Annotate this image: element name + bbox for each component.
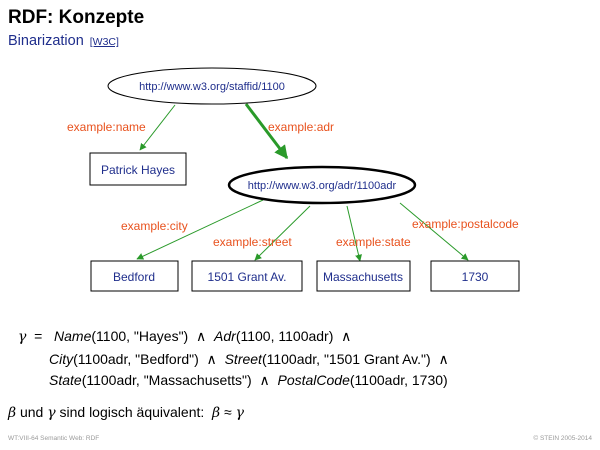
state-args: (1100adr, "Massachusetts") [81, 372, 252, 388]
subject-node-label: http://www.w3.org/staffid/1100 [139, 81, 285, 93]
subtitle-text: Binarization [8, 33, 84, 49]
equivalence-statement: β und γ sind logisch äquivalent: β ≈ γ [8, 404, 244, 421]
literal-postalcode-label: 1730 [462, 270, 489, 284]
name-args: (1100, "Hayes") [91, 328, 189, 344]
gamma-symbol: γ [18, 329, 27, 345]
literal-name-label: Patrick Hayes [101, 163, 175, 177]
slide-subtitle: Binarization [W3C] [8, 33, 119, 49]
footer-slide-info: WT:VIII-64 Semantic Web: RDF [8, 435, 100, 442]
and-operator: ∧ [202, 350, 221, 367]
city-function: City [49, 350, 74, 367]
edge-state [346, 205, 362, 262]
street-function: Street [224, 350, 262, 367]
postalcode-function: PostalCode [277, 372, 350, 388]
edge-label-city: example:city [121, 219, 188, 233]
subject-node-ellipse [107, 67, 317, 105]
slide-title: RDF: Konzepte [8, 7, 145, 28]
literal-city-box [90, 260, 179, 292]
street-args: (1100adr, "1501 Grant Av.") [261, 350, 431, 367]
edge-city [136, 199, 264, 260]
edge-label-name: example:name [67, 120, 146, 134]
literal-city-label: Bedford [113, 270, 155, 284]
literal-state-label: Massachusetts [323, 270, 403, 284]
edge-label-postalcode: example:postalcode [412, 217, 519, 231]
gamma-symbol: γ [47, 405, 56, 421]
beta-symbol: β [8, 405, 17, 421]
approx-operator: ≈ [224, 404, 232, 420]
and-operator: ∧ [255, 372, 274, 388]
literal-street-box [191, 260, 303, 292]
formula-line-1: γ = Name(1100, "Hayes") ∧ Adr(1100, 1100… [18, 326, 418, 349]
and-operator: ∧ [434, 350, 449, 367]
equals-sign: = [30, 328, 51, 344]
gamma-formula: γ = Name(1100, "Hayes") ∧ Adr(1100, 1100… [18, 326, 449, 392]
gamma-symbol: γ [235, 405, 244, 421]
and-operator: ∧ [337, 328, 352, 344]
adr-function: Adr [214, 328, 236, 344]
adr-node-ellipse [227, 165, 417, 205]
city-args: (1100adr, "Bedford") [73, 350, 199, 367]
beta-symbol: β [212, 405, 221, 421]
literal-postalcode-box [430, 260, 520, 292]
literal-street-label: 1501 Grant Av. [208, 270, 287, 284]
und-text: und [19, 404, 44, 420]
rdf-graph: example:name example:adr example:city ex… [67, 67, 520, 292]
postalcode-args: (1100adr, 1730) [349, 372, 448, 388]
and-operator: ∧ [192, 328, 211, 344]
edge-label-street: example:street [213, 235, 292, 249]
literal-state-box [316, 260, 411, 292]
state-function: State [49, 372, 82, 388]
edge-label-adr: example:adr [268, 120, 334, 134]
edge-name [139, 104, 176, 151]
edge-postalcode [399, 202, 469, 261]
edge-adr [244, 103, 289, 160]
w3c-link[interactable]: [W3C] [89, 36, 119, 48]
literal-name-box [89, 152, 187, 186]
edge-street [254, 205, 311, 261]
footer-copyright: © STEIN 2005-2014 [533, 435, 592, 442]
formula-line-2: City(1100adr, "Bedford") ∧ Street(1100ad… [49, 349, 449, 371]
formula-line-3: State(1100adr, "Massachusetts") ∧ Postal… [49, 370, 449, 392]
edge-label-state: example:state [336, 235, 411, 249]
name-function: Name [54, 328, 92, 344]
equivalence-text: sind logisch äquivalent: [59, 404, 205, 420]
adr-args: (1100, 1100adr) [235, 328, 334, 344]
adr-node-label: http://www.w3.org/adr/1100adr [248, 180, 397, 192]
